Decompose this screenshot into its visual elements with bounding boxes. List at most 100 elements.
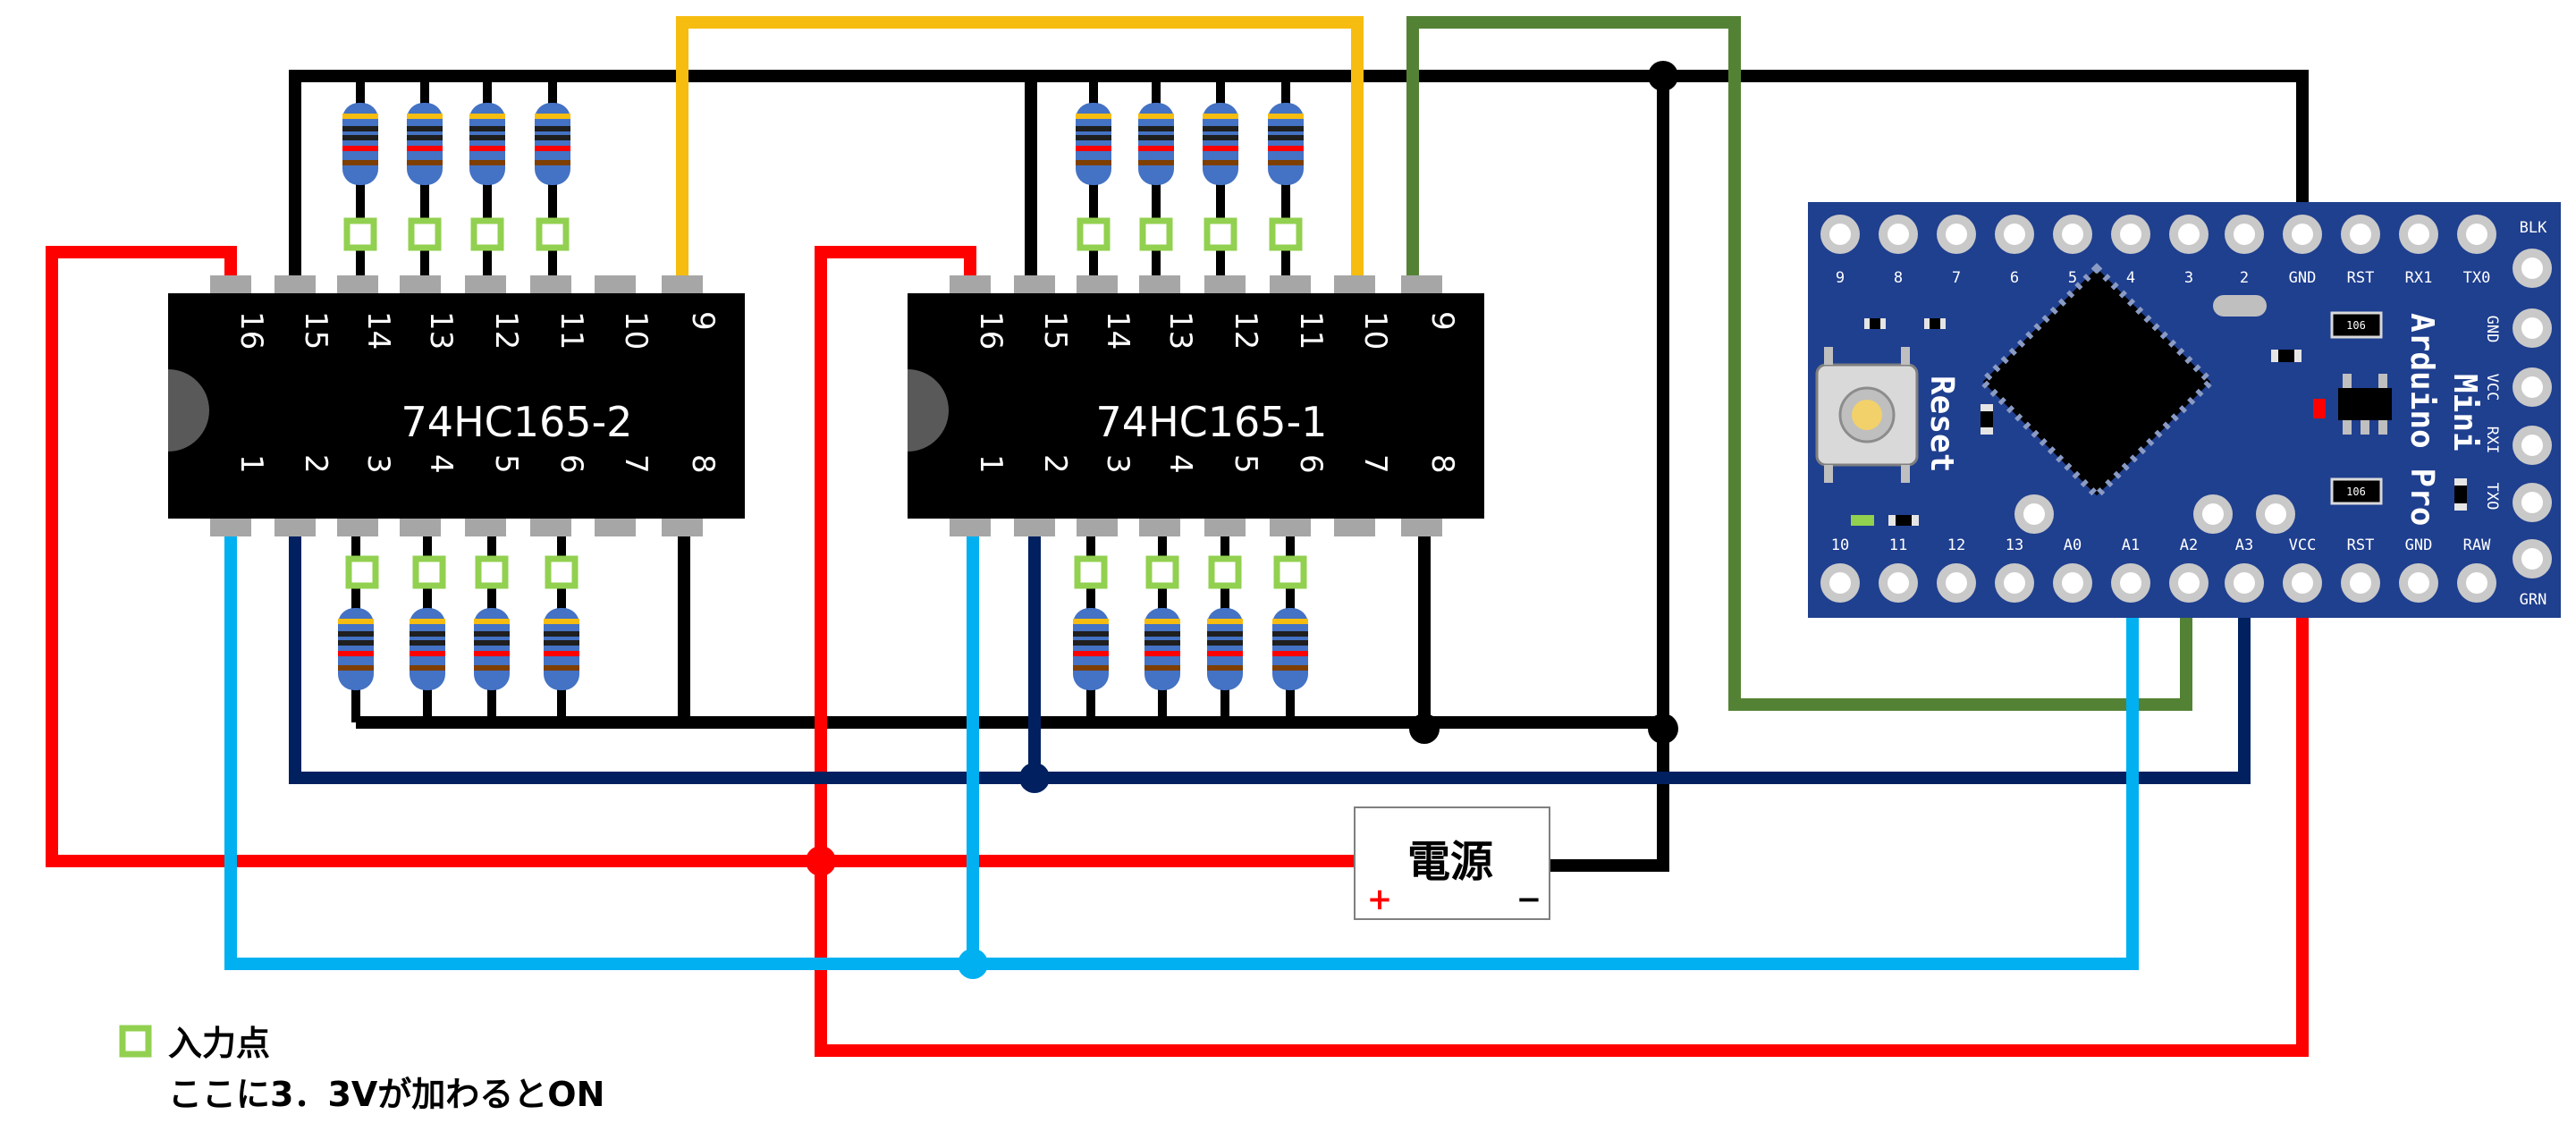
resistor <box>535 103 570 185</box>
chip-pin-top <box>662 275 703 293</box>
chip-pin-bottom <box>530 519 571 536</box>
pin-number-bottom: 1 <box>233 454 269 474</box>
chip-notch <box>168 369 209 452</box>
chip-pin-bottom <box>1204 519 1246 536</box>
led-green <box>1851 515 1874 526</box>
resistor <box>1073 608 1109 690</box>
resistor <box>1207 608 1243 690</box>
input-point <box>536 217 570 251</box>
chip-pin-top <box>1014 275 1055 293</box>
chip-pin-top <box>274 275 316 293</box>
pin-number-top: 12 <box>488 311 524 350</box>
input-point <box>545 555 579 589</box>
pin-number-top: 14 <box>360 311 396 350</box>
wire-res-leads-top-chip1 <box>1089 76 1290 275</box>
board-name-arduino: Arduino Pro <box>2403 313 2440 526</box>
power-supply: 電源 + − <box>1354 806 1550 920</box>
chip-pin-bottom <box>595 519 636 536</box>
chip-pin-bottom <box>400 519 441 536</box>
power-title: 電源 <box>1407 837 1493 887</box>
chip-pin-top <box>1077 275 1118 293</box>
chip-pin-top <box>465 275 506 293</box>
chip-pin-bottom <box>1077 519 1118 536</box>
chip-pin-bottom <box>1270 519 1311 536</box>
chip-pin-top <box>337 275 378 293</box>
pin-number-top: 15 <box>298 311 334 350</box>
chip-body <box>908 293 1484 519</box>
pin-number-bottom: 7 <box>618 454 654 474</box>
resistor <box>1268 103 1304 185</box>
input-point <box>1273 555 1307 589</box>
junction-gnd-top <box>1648 61 1678 91</box>
pin-number-top: 11 <box>553 311 589 350</box>
pin-number-bottom: 7 <box>1357 454 1393 474</box>
pin-number-bottom: 1 <box>973 454 1009 474</box>
chip-pin-bottom <box>662 519 703 536</box>
input-point <box>345 555 379 589</box>
wire-red-chip1 <box>815 246 2309 1057</box>
pin-number-top: 9 <box>1424 311 1460 331</box>
arduino-pin-label-bottom: VCC <box>2289 536 2317 554</box>
legend-line1: 入力点 <box>168 1024 270 1063</box>
chip-pin-top <box>1204 275 1246 293</box>
pin-number-bottom: 4 <box>423 454 459 474</box>
pin-number-bottom: 6 <box>1293 454 1329 474</box>
pin-number-top: 13 <box>423 311 459 350</box>
arduino-pin-label-top: RST <box>2347 269 2375 287</box>
junction-red <box>806 846 836 876</box>
resistor <box>1272 608 1308 690</box>
pin-number-top: 9 <box>685 311 721 331</box>
arduino-pin-label-bottom: 13 <box>2006 536 2023 554</box>
resistor <box>1076 103 1111 185</box>
arduino-pin-label-top: TX0 <box>2463 269 2491 287</box>
arduino-pin-label-right: GRN <box>2520 591 2547 609</box>
legend-line2: ここに3．3Vが加わるとON <box>168 1075 604 1114</box>
input-point <box>412 555 446 589</box>
pin-number-bottom: 8 <box>685 454 721 474</box>
power-plus: + <box>1367 882 1393 917</box>
arduino-pin-label-bottom: RAW <box>2463 536 2491 554</box>
arduino-pin-label-top: 6 <box>2010 269 2019 287</box>
wire-res-leads-bottom-chip1 <box>1086 536 1295 722</box>
resistor <box>1144 608 1180 690</box>
pin-number-bottom: 3 <box>360 454 396 474</box>
chip-pin-bottom <box>1014 519 1055 536</box>
chip-pin-top <box>1270 275 1311 293</box>
arduino-pin-label-bottom: A0 <box>2064 536 2082 554</box>
regulator <box>2338 388 2392 420</box>
chip-pin-top <box>595 275 636 293</box>
chip-title: 74HC165-2 <box>401 398 633 446</box>
arduino-pin-label-right: GND <box>2483 316 2501 343</box>
pin-number-bottom: 5 <box>1228 454 1263 474</box>
pin-number-bottom: 2 <box>298 454 334 474</box>
pin-number-bottom: 3 <box>1100 454 1136 474</box>
arduino-pin-label-right: RXI <box>2483 426 2501 454</box>
pin-number-top: 16 <box>973 311 1009 350</box>
pin-number-top: 16 <box>233 311 269 350</box>
junction-dots <box>806 61 1678 979</box>
junction-gnd-chip1 <box>1409 713 1440 744</box>
chip-code-bottom: 106 <box>2346 486 2366 498</box>
input-point <box>1145 555 1179 589</box>
pin-number-top: 10 <box>1357 311 1393 350</box>
arduino-pin-label-bottom: 10 <box>1831 536 1849 554</box>
reset-label: Reset <box>1923 376 1960 472</box>
wire-red-chip2 <box>46 246 1355 867</box>
arduino-pin-label-top: 4 <box>2126 269 2135 287</box>
input-point <box>343 217 377 251</box>
chip-pin-top <box>400 275 441 293</box>
resistor <box>410 608 445 690</box>
arduino-pin-label-top: 8 <box>1894 269 1903 287</box>
resistor <box>338 608 374 690</box>
pin-number-bottom: 5 <box>488 454 524 474</box>
chip-pin-bottom <box>274 519 316 536</box>
arduino-pin-label-right: BLK <box>2520 219 2547 237</box>
arduino-pin-label-bottom: GND <box>2405 536 2433 554</box>
resistor <box>342 103 378 185</box>
arduino-pin-label-right: VCC <box>2483 374 2501 401</box>
pin-number-top: 13 <box>1162 311 1198 350</box>
chip-pin-bottom <box>1401 519 1442 536</box>
pin-number-top: 10 <box>618 311 654 350</box>
